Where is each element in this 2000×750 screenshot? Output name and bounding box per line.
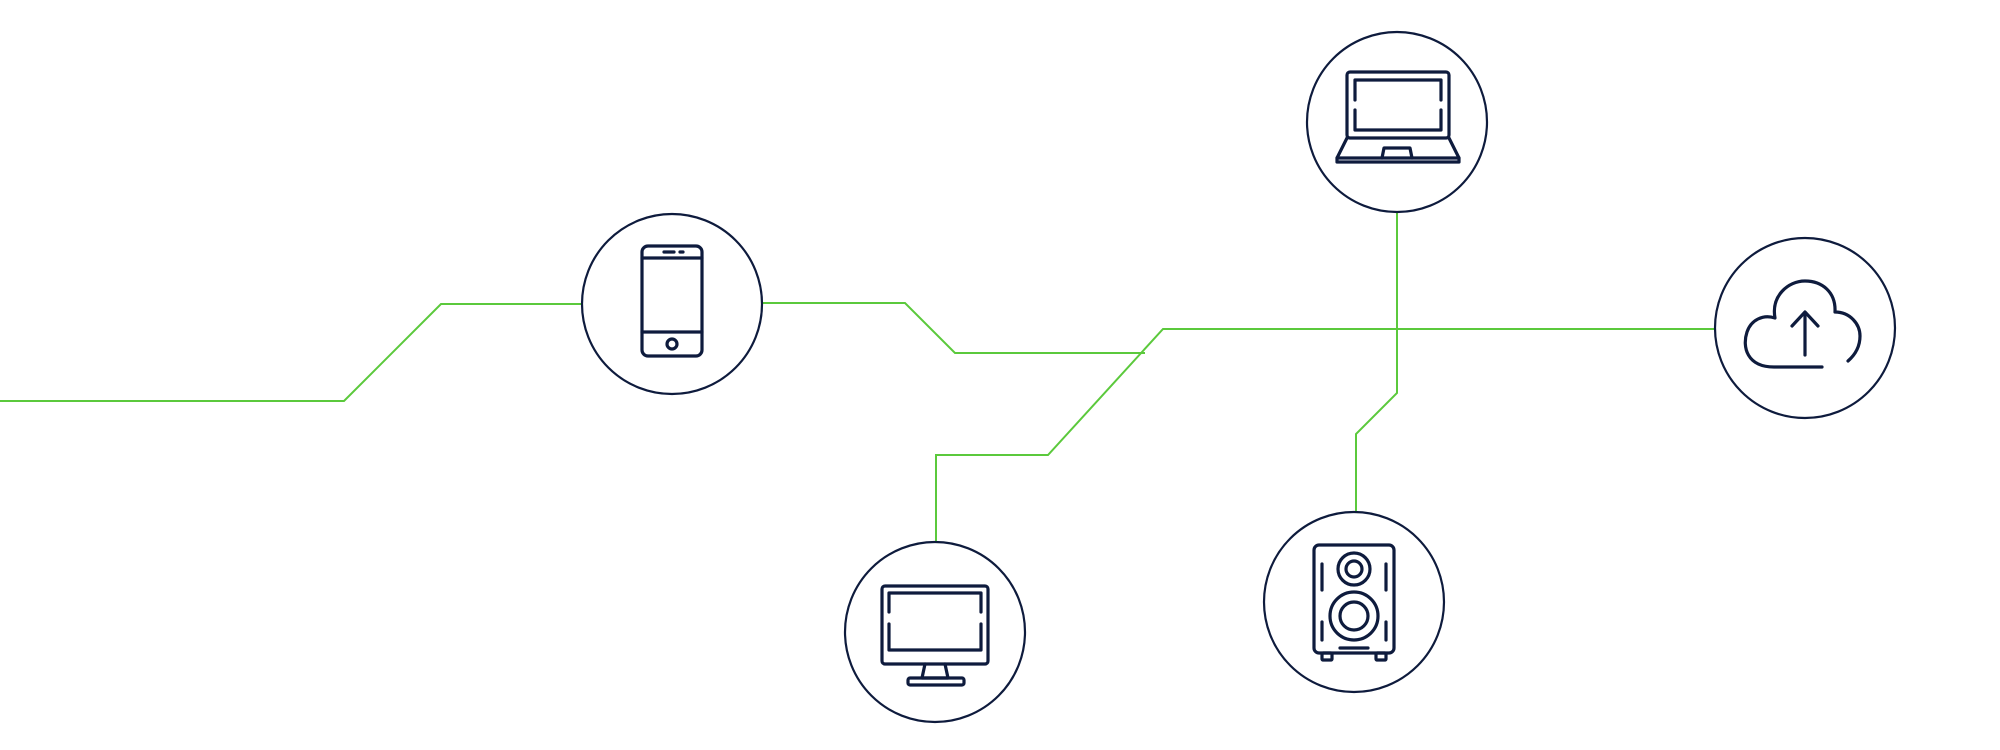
speaker-icon — [1312, 543, 1396, 662]
node-smartphone-circle — [580, 212, 764, 396]
node-laptop — [1305, 30, 1489, 214]
connector-smartphone-to-junction — [762, 302, 1145, 354]
connectors — [0, 212, 1715, 542]
node-speaker — [1262, 510, 1446, 694]
connector-laptop-to-speaker — [1355, 212, 1398, 512]
monitor-icon — [880, 584, 990, 687]
connector-left-to-smartphone — [0, 303, 582, 402]
cloud-upload-icon — [1743, 279, 1862, 369]
node-smartphone — [580, 212, 764, 396]
laptop-icon — [1335, 70, 1461, 164]
connector-monitor-to-cloud — [935, 328, 1715, 542]
smartphone-icon — [640, 244, 704, 358]
node-monitor — [843, 540, 1027, 724]
node-cloud-upload — [1713, 236, 1897, 420]
node-laptop-circle — [1305, 30, 1489, 214]
node-monitor-circle — [843, 540, 1027, 724]
